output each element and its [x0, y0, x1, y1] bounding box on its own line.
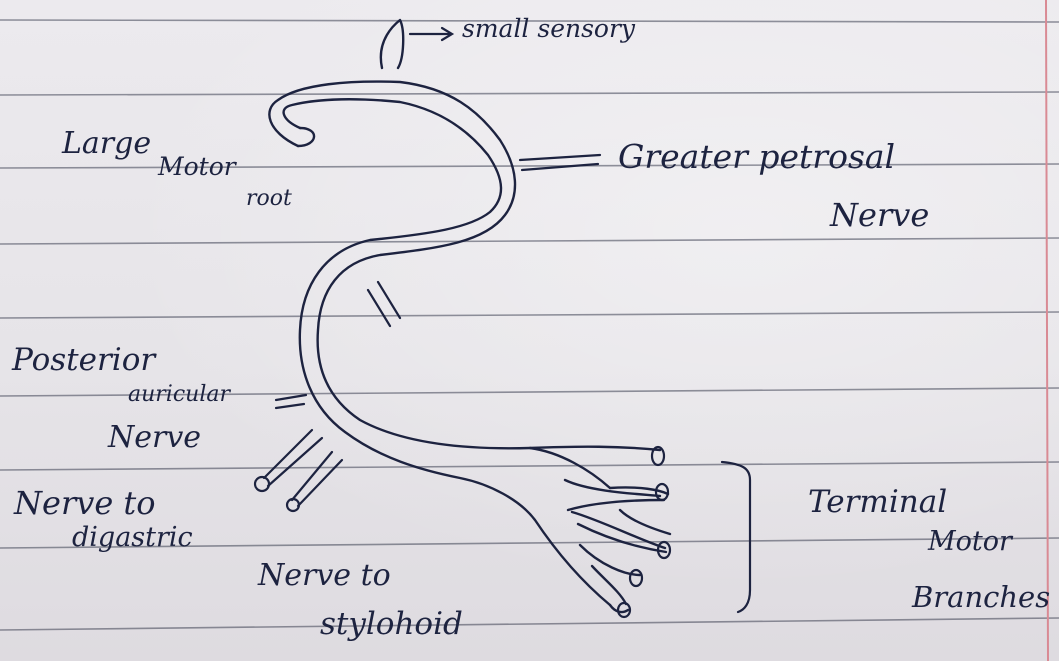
label-terminal: Terminal	[808, 484, 947, 520]
label-posterior: Posterior	[12, 342, 155, 378]
label-large: Large	[62, 126, 151, 161]
label-nerve-to-digastric-1: Nerve to	[14, 484, 156, 522]
label-small-sensory: small sensory	[462, 14, 635, 43]
label-stylohoid: stylohoid	[320, 606, 463, 642]
label-digastric: digastric	[72, 522, 193, 553]
label-motor: Motor	[158, 152, 236, 181]
label-greater-petrosal-nerve: Nerve	[830, 196, 929, 234]
label-nerve-to-stylohoid-1: Nerve to	[258, 558, 391, 593]
label-root: root	[246, 186, 292, 211]
margin-line	[1046, 0, 1048, 661]
label-branches: Branches	[912, 580, 1050, 614]
label-terminal-motor: Motor	[928, 526, 1012, 557]
label-auricular: auricular	[128, 382, 230, 407]
label-greater-petrosal: Greater petrosal	[618, 137, 895, 176]
side-branches	[264, 28, 750, 612]
label-posterior-auricular-nerve: Nerve	[108, 420, 201, 455]
